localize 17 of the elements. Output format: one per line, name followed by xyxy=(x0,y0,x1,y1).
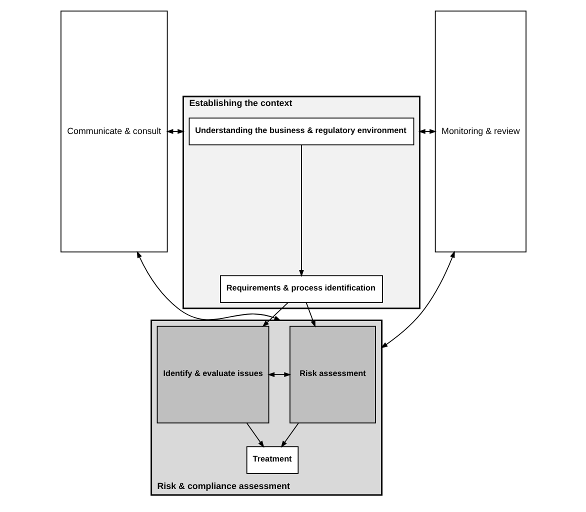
arrow xyxy=(380,250,454,348)
node-box: Monitoring & review xyxy=(434,10,526,252)
arrow xyxy=(298,144,304,277)
arrow xyxy=(305,302,315,328)
node-box: Treatment xyxy=(246,446,298,474)
arrow xyxy=(262,302,288,328)
node-box: Requirements & process identification xyxy=(220,275,382,303)
node-box: Understanding the business & regulatory environment xyxy=(188,118,414,146)
arrow xyxy=(418,129,436,134)
arrow xyxy=(280,422,298,448)
arrow xyxy=(136,250,281,321)
arrow xyxy=(267,372,291,378)
node-box: Communicate & consult xyxy=(60,10,168,252)
arrow xyxy=(166,129,184,134)
node-box: Risk assessment xyxy=(289,326,376,424)
arrow xyxy=(246,422,264,448)
node-box: Identify & evaluate issues xyxy=(156,326,269,424)
